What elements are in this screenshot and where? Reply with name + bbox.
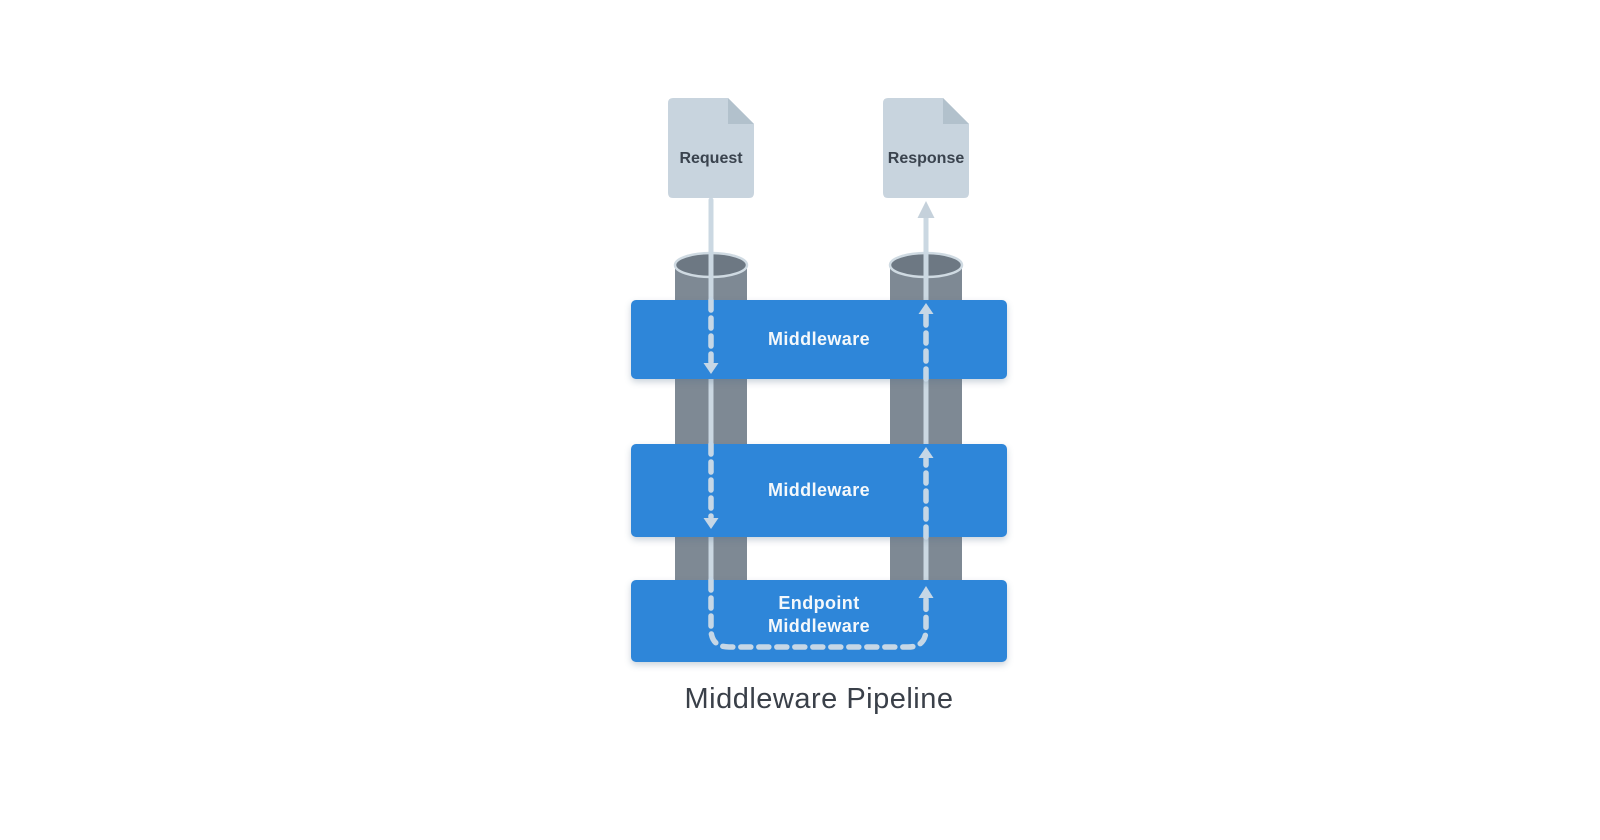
up-arrow-icon-bar-1 <box>918 303 934 314</box>
response-document-fold <box>943 98 969 124</box>
request-document-fold <box>728 98 754 124</box>
request-document-icon <box>668 98 754 198</box>
response-document-icon <box>883 98 969 198</box>
down-arrow-icon-bar-2 <box>703 518 719 529</box>
up-arrow-icon-bar-3 <box>918 586 934 598</box>
request-label: Request <box>679 150 743 167</box>
endpoint-u-turn-dashed-line <box>708 577 929 650</box>
middleware-bar-1: Middleware <box>631 300 1007 379</box>
middleware-bar-1-label: Middleware <box>767 329 871 349</box>
diagram-title: Middleware Pipeline <box>684 683 954 715</box>
middleware-bar-2: Middleware <box>631 444 1007 537</box>
middleware-bar-2-label: Middleware <box>767 480 871 500</box>
response-label: Response <box>887 150 965 167</box>
down-arrow-icon-bar-1 <box>703 363 719 374</box>
up-arrow-icon <box>917 201 935 218</box>
endpoint-middleware-label-line1: Endpoint <box>778 593 860 613</box>
endpoint-middleware-bar: Endpoint Middleware <box>631 580 1007 662</box>
up-arrow-icon-bar-2 <box>918 447 934 458</box>
endpoint-middleware-label-line2: Middleware <box>767 616 871 636</box>
